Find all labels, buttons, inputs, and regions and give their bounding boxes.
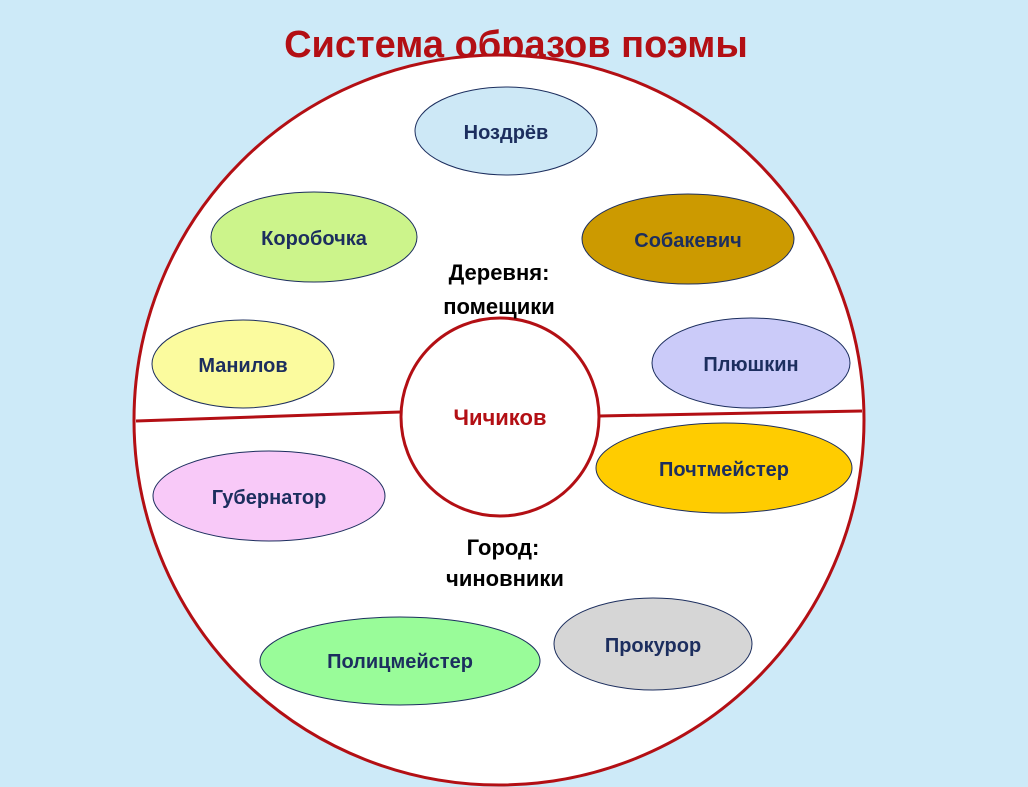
node-label-plyushkin: Плюшкин [703, 354, 798, 376]
node-sobakevich: Собакевич [581, 193, 795, 285]
node-nozdryov: Ноздрёв [414, 86, 598, 176]
node-label-nozdryov: Ноздрёв [464, 122, 549, 144]
node-label-sobakevich: Собакевич [634, 230, 741, 252]
node-label-politsmeister: Полицмейстер [327, 651, 473, 673]
divider-line-left [135, 410, 402, 423]
node-label-gubernator: Губернатор [212, 487, 327, 509]
divider-line-right [598, 409, 863, 418]
node-manilov: Манилов [151, 319, 335, 409]
node-label-pochtmeister: Почтмейстер [659, 459, 789, 481]
node-korobochka: Коробочка [210, 191, 418, 283]
node-label-manilov: Манилов [198, 355, 287, 377]
node-prokuror: Прокурор [553, 597, 753, 691]
village-group-subtitle: помещики [443, 294, 555, 319]
node-politsmeister: Полицмейстер [259, 616, 541, 706]
town-group-subtitle: чиновники [446, 566, 564, 591]
node-plyushkin: Плюшкин [651, 317, 851, 409]
node-gubernator: Губернатор [152, 450, 386, 542]
village-group-title: Деревня: [449, 260, 550, 285]
node-label-prokuror: Прокурор [605, 635, 701, 657]
center-circle [399, 316, 601, 518]
node-pochtmeister: Почтмейстер [595, 422, 853, 514]
center-label: Чичиков [454, 405, 547, 430]
node-label-korobochka: Коробочка [261, 228, 368, 250]
town-group-title: Город: [467, 535, 540, 560]
